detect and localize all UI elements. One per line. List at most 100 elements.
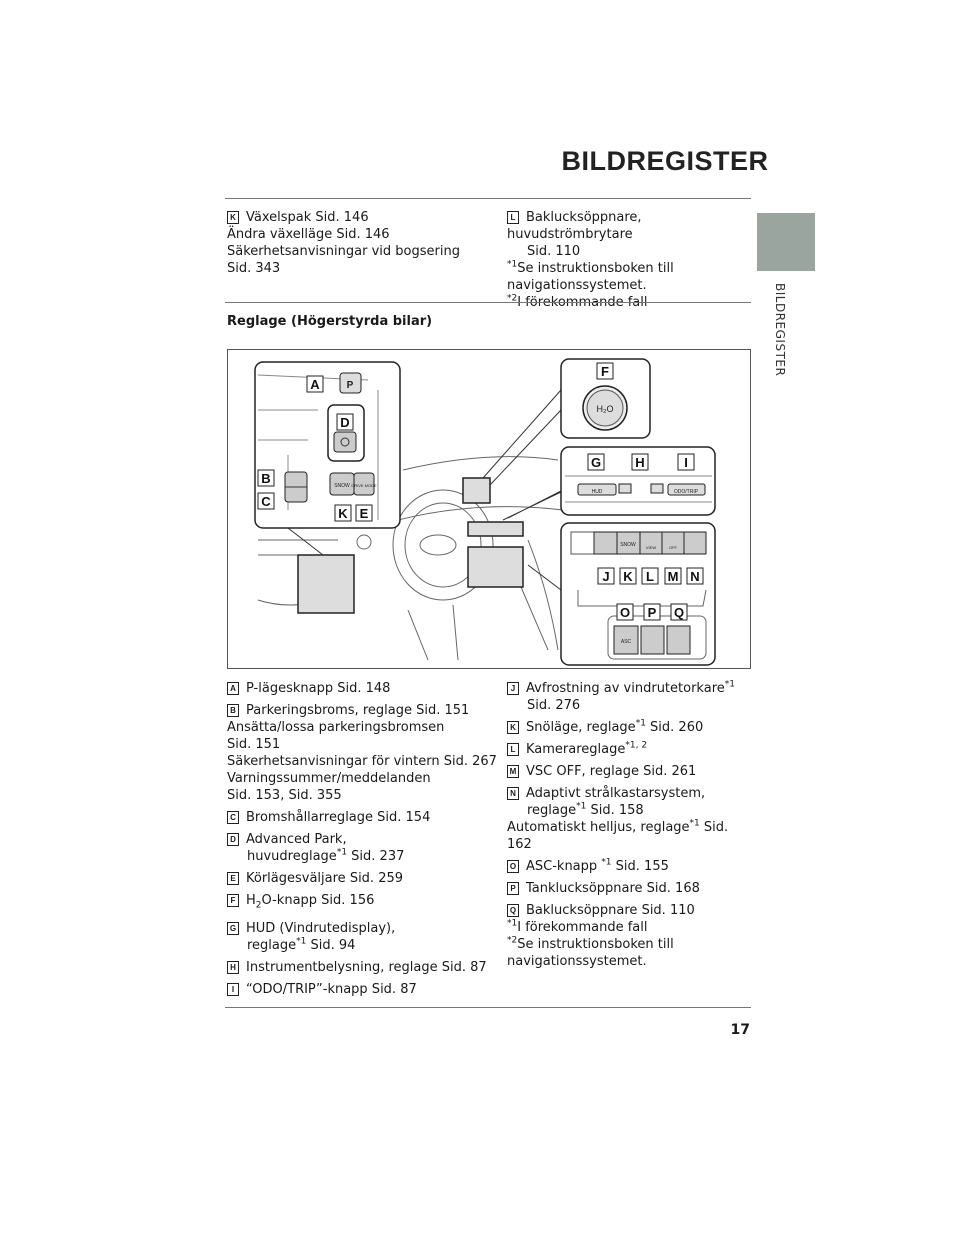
- item-text: huvudreglage: [247, 849, 337, 864]
- svg-text:G: G: [591, 455, 601, 470]
- item-text: Snöläge, reglage: [526, 720, 636, 735]
- off-label: OFF: [669, 545, 678, 550]
- svg-text:D: D: [340, 415, 349, 430]
- footnote-mark: *1: [296, 936, 307, 947]
- svg-text:E: E: [360, 506, 369, 521]
- item-text: Sid. 153, Sid. 355: [227, 788, 342, 803]
- section-heading: Reglage (Högerstyrda bilar): [227, 314, 433, 329]
- list-item: I“ODO/TRIP”-knapp Sid. 87: [227, 981, 497, 998]
- label-box: J: [507, 682, 519, 695]
- svg-text:P: P: [648, 605, 657, 620]
- view-label: VIEW: [646, 545, 656, 550]
- callout-D: D: [336, 413, 354, 431]
- snow-label: SNOW: [620, 542, 636, 548]
- svg-text:H: H: [635, 455, 644, 470]
- callout-L: L: [641, 567, 659, 585]
- callout-B: B: [257, 469, 275, 487]
- item-text: Sid. 94: [306, 937, 356, 953]
- footnote-mark: *2: [507, 935, 518, 946]
- svg-text:F: F: [601, 364, 609, 379]
- svg-text:M: M: [668, 569, 679, 584]
- item-text: Ändra växelläge Sid. 146: [227, 227, 390, 242]
- label-box: O: [507, 860, 519, 873]
- footnote-mark: *1: [601, 857, 612, 868]
- footnote-mark: *1: [336, 847, 348, 858]
- item-text: ASC-knapp: [526, 859, 602, 874]
- item-text: Sid. 155: [611, 859, 669, 874]
- callout-C: C: [257, 492, 275, 510]
- svg-text:N: N: [690, 569, 699, 584]
- footnote-mark: *1, 2: [625, 740, 648, 751]
- label-box: P: [507, 882, 519, 895]
- label-box: K: [507, 721, 519, 734]
- item-text: Baklucksöppnare, huvudströmbrytare: [507, 210, 642, 242]
- footnote-mark: *1: [576, 801, 587, 812]
- svg-text:A: A: [310, 377, 320, 392]
- footnote-text: navigationssystemet.: [507, 278, 647, 293]
- item-text: Kamerareglage: [526, 742, 626, 757]
- label-box: Q: [507, 904, 519, 917]
- svg-text:K: K: [338, 506, 348, 521]
- footnote-mark: *1: [689, 818, 700, 829]
- p-button: [339, 372, 362, 394]
- label-box: L: [507, 211, 519, 224]
- item-text: Sid. 276: [527, 698, 581, 713]
- label-box: H: [227, 960, 239, 974]
- footnote-mark: *1: [507, 259, 518, 270]
- advanced-park-button: [333, 431, 357, 453]
- page-number: 17: [730, 1022, 750, 1038]
- svg-text:Q: Q: [674, 605, 684, 620]
- snow-label: SNOW: [334, 483, 350, 489]
- odo-trip-label: ODO/TRIP: [674, 489, 699, 495]
- item-text: Advanced Park,: [246, 832, 347, 847]
- footnote-text: navigationssystemet.: [507, 954, 647, 969]
- label-box: I: [227, 982, 239, 996]
- controls-illustration: P SNOW DRIVE MODE H₂O HUD ODO/TRIP SNOW …: [227, 349, 751, 669]
- item-text: Varningssummer/meddelanden: [227, 771, 431, 786]
- item-text: Avfrostning av vindrutetorkare: [526, 681, 725, 696]
- item-text: Adaptivt strålkastarsystem,: [526, 786, 706, 801]
- callout-H: H: [631, 453, 649, 471]
- dashboard-sketch: [257, 456, 564, 661]
- item-text: Tanklucksöppnare Sid. 168: [526, 881, 700, 896]
- footnote-text: I förekommande fall: [517, 920, 648, 935]
- label-box: A: [227, 682, 239, 695]
- svg-text:O: O: [620, 605, 630, 620]
- item-text: Sid. 151: [227, 737, 281, 752]
- item-text: HUD (Vindrutedisplay),: [246, 920, 396, 936]
- callout-G: G: [587, 453, 605, 471]
- item-text: Ansätta/lossa parkeringsbromsen: [227, 720, 445, 735]
- list-item: P Tanklucksöppnare Sid. 168: [507, 880, 757, 897]
- svg-text:C: C: [261, 494, 271, 509]
- item-text: Växelspak Sid. 146: [246, 210, 369, 225]
- item-text: Parkeringsbroms, reglage Sid. 151: [246, 703, 470, 718]
- label-box: N: [507, 787, 519, 800]
- subscript: 2: [255, 900, 262, 911]
- item-text: Bromshållarreglage Sid. 154: [246, 810, 431, 825]
- callout-O: O: [616, 603, 634, 621]
- callout-F: F: [596, 362, 614, 380]
- callout-M: M: [664, 567, 682, 585]
- p-button-label: P: [347, 380, 354, 391]
- label-box: D: [227, 833, 239, 846]
- footnote-mark: *1: [724, 679, 735, 690]
- callout-Q: Q: [670, 603, 688, 621]
- list-item: J Avfrostning av vindrutetorkare*1 Sid. 2…: [507, 680, 757, 714]
- divider: [225, 198, 751, 199]
- section-tab: [757, 213, 815, 271]
- label-box: K: [227, 211, 239, 224]
